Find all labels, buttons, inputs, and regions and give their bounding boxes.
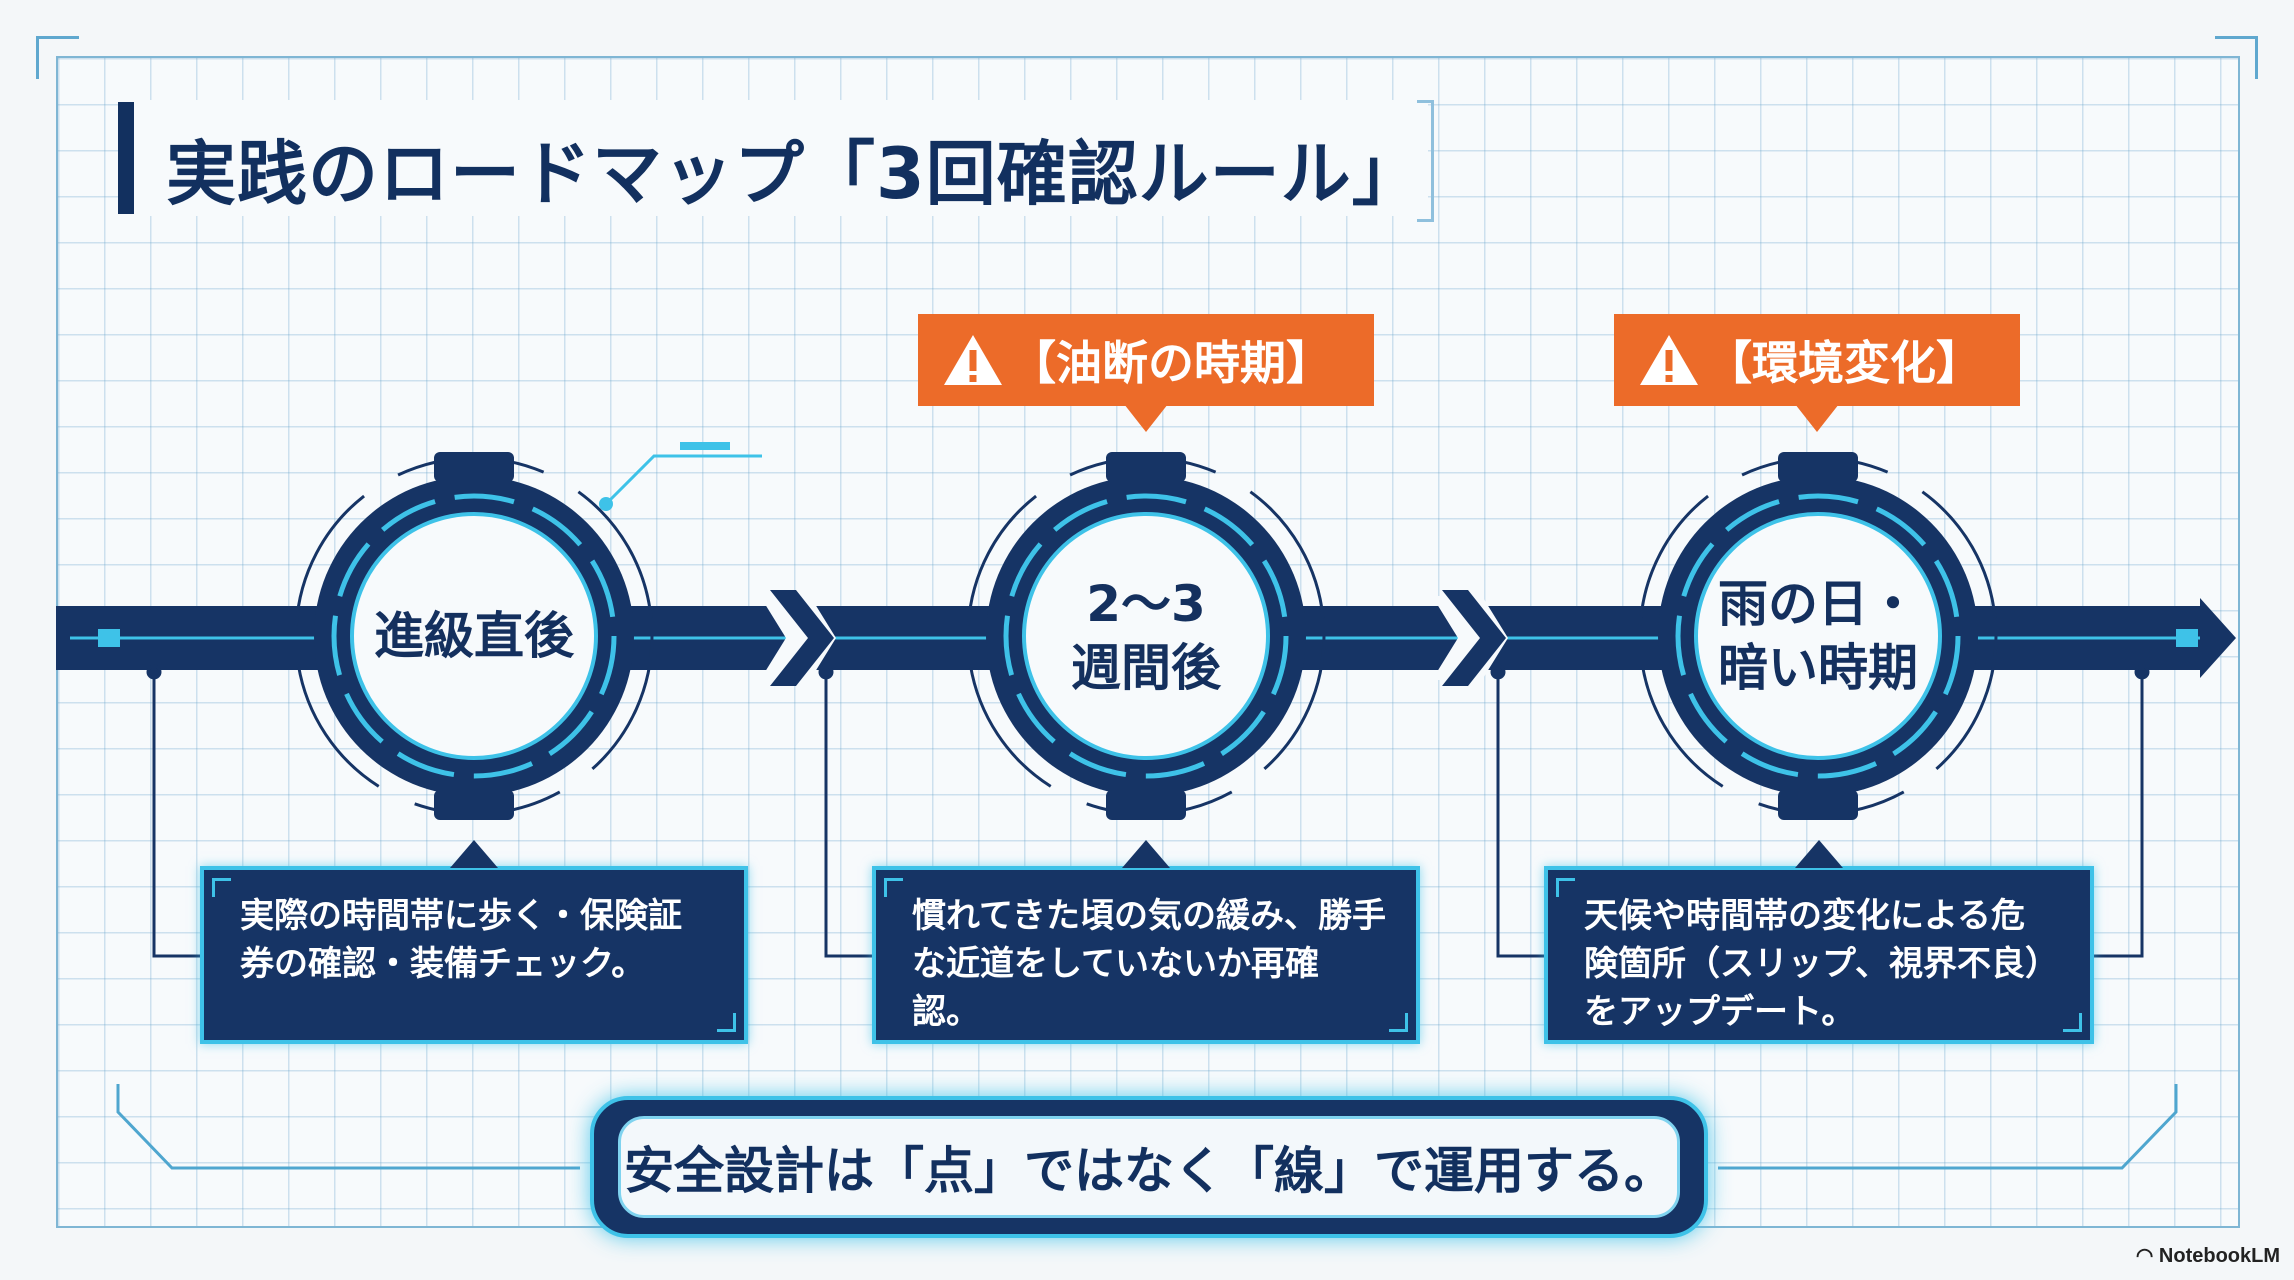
notebooklm-logo: ◠ NotebookLM <box>2136 1243 2280 1268</box>
box-corner <box>212 878 231 897</box>
footer-label: NotebookLM <box>2158 1245 2280 1267</box>
warning-pointer <box>1124 404 1168 432</box>
box-corner <box>884 878 903 897</box>
description-pointer <box>1795 840 1843 868</box>
description-pointer <box>1122 840 1170 868</box>
banner-frame-lines <box>116 1084 2178 1170</box>
step-node-1 <box>294 452 654 820</box>
warning-icon <box>1640 335 1698 385</box>
connector-lines <box>146 442 2150 958</box>
step-1-description: 実際の時間帯に歩く・保険証 券の確認・装備チェック。 <box>240 896 682 984</box>
step-2-label: 2〜3 週間後 <box>1071 575 1221 697</box>
warning-icon <box>944 335 1002 385</box>
box-corner <box>1556 878 1575 897</box>
warning-label-step-2: 【油断の時期】 <box>1010 336 1332 390</box>
title-bracket <box>1417 100 1434 222</box>
summary-text: 安全設計は「点」ではなく「線」で運用する。 <box>618 1116 1680 1218</box>
step-node-3 <box>1638 452 1998 820</box>
title-block: 実践のロードマップ「3回確認ルール」 <box>118 100 1434 222</box>
title-accent-bar <box>118 102 134 214</box>
step-2-description-box: 慣れてきた頃の気の緩み、勝手 な近道をしていないか再確認。 <box>872 840 1420 1044</box>
step-3-description-box: 天候や時間帯の変化による危 険箇所（スリップ、視界不良） をアップデート。 <box>1544 840 2094 1044</box>
step-3-description: 天候や時間帯の変化による危 険箇所（スリップ、視界不良） をアップデート。 <box>1584 896 2059 1032</box>
box-corner <box>1389 1013 1408 1032</box>
warning-pointer <box>1795 404 1839 432</box>
box-corner <box>2063 1013 2082 1032</box>
step-2-description: 慣れてきた頃の気の緩み、勝手 な近道をしていないか再確認。 <box>912 896 1386 1032</box>
frame-corner-tl <box>36 36 79 79</box>
description-pointer <box>450 840 498 868</box>
step-1-description-box: 実際の時間帯に歩く・保険証 券の確認・装備チェック。 <box>200 840 748 1044</box>
warning-badge-step-3: 【環境変化】 <box>1614 314 2020 432</box>
warning-badge-step-2: 【油断の時期】 <box>918 314 1374 432</box>
page-title: 実践のロードマップ「3回確認ルール」 <box>166 133 1423 215</box>
box-corner <box>717 1013 736 1032</box>
step-3-label: 雨の日・ 暗い時期 <box>1718 575 1918 697</box>
step-node-2 <box>966 452 1326 820</box>
warning-label-step-3: 【環境変化】 <box>1706 336 1982 390</box>
step-1-label: 進級直後 <box>374 607 574 665</box>
summary-banner: 安全設計は「点」ではなく「線」で運用する。 <box>590 1096 1708 1238</box>
frame-corner-tr <box>2215 36 2258 79</box>
notebooklm-logo-icon: ◠ <box>2135 1245 2154 1267</box>
